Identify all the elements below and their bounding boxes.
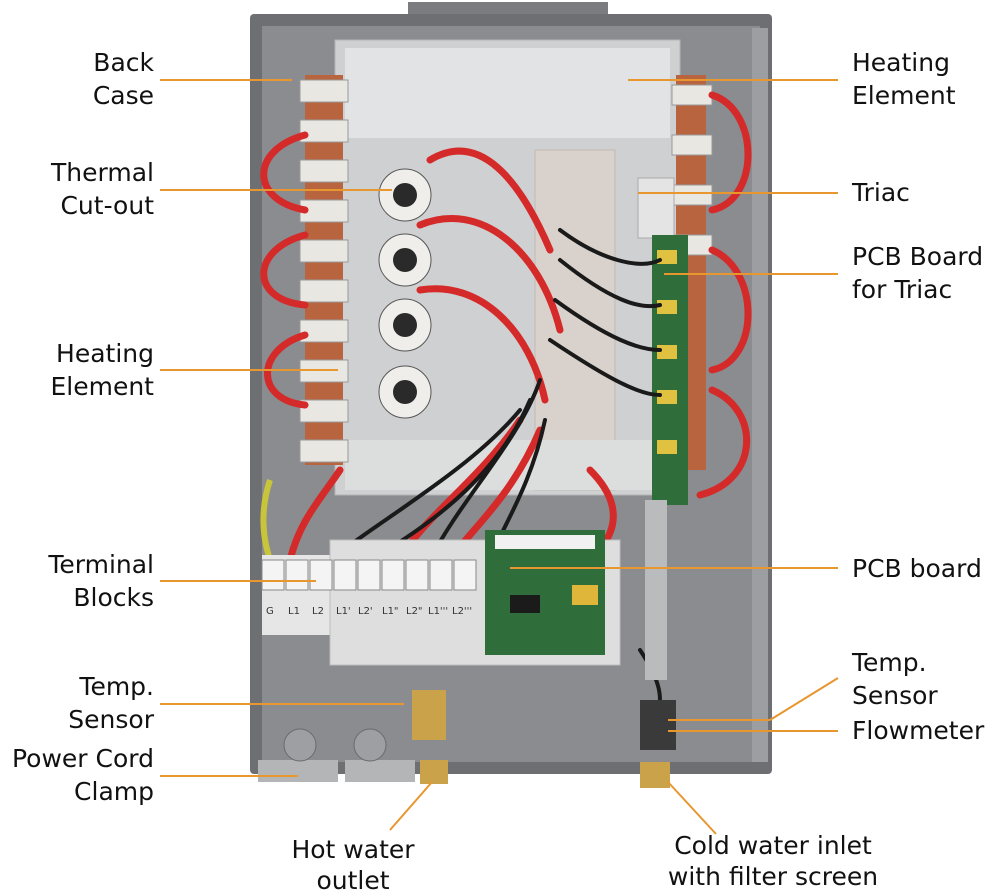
terminal-mark: L1''' <box>428 606 448 617</box>
terminal-mark: L2" <box>406 606 423 617</box>
cable-gland-1 <box>283 728 317 762</box>
label-back-case: Back Case <box>93 46 154 112</box>
label-thermal-cutout: Thermal Cut-out <box>51 156 154 222</box>
pcb-connector-row <box>495 535 595 549</box>
label-heating-element-right-line-2: Element <box>852 81 956 110</box>
label-temp-sensor-right: Temp. Sensor <box>852 646 938 712</box>
terminal-block-row <box>261 559 477 591</box>
label-power-cord-clamp-line-1: Power Cord <box>12 744 154 773</box>
power-cord-clamp-plate <box>258 760 338 782</box>
terminal-mark: L2''' <box>452 606 472 617</box>
label-power-cord-clamp-line-2: Clamp <box>74 777 154 806</box>
label-pcb-board: PCB board <box>852 552 982 585</box>
label-thermal-cutout-line-2: Cut-out <box>60 191 154 220</box>
pcb-triac <box>652 235 688 505</box>
insulation-pad <box>534 149 616 491</box>
label-temp-sensor-right-line-2: Sensor <box>852 681 938 710</box>
label-heating-element-left: Heating Element <box>50 337 154 403</box>
label-flowmeter-line-1: Flowmeter <box>852 716 985 745</box>
label-pcb-triac-line-2: for Triac <box>852 275 953 304</box>
label-thermal-cutout-line-1: Thermal <box>51 158 154 187</box>
terminal-mark: L1" <box>382 606 399 617</box>
terminal-mark: G <box>266 606 274 617</box>
internal-pipe <box>645 500 667 680</box>
label-back-case-line-1: Back <box>93 48 154 77</box>
clamp-plate-2 <box>345 760 415 782</box>
leader-lines <box>160 79 839 835</box>
label-terminal-blocks: Terminal Blocks <box>48 548 154 614</box>
leader-hot-water-outlet <box>389 781 433 831</box>
triac-bracket <box>637 177 675 239</box>
label-back-case-line-2: Case <box>92 81 154 110</box>
label-cold-water-inlet-line-2: with filter screen <box>667 862 879 891</box>
hot-water-fitting <box>412 690 446 740</box>
label-hot-water-outlet-line-2: outlet <box>316 866 390 895</box>
thermal-cutouts <box>378 168 432 419</box>
label-flowmeter: Flowmeter <box>852 714 984 747</box>
label-temp-sensor-left-line-1: Temp. <box>79 672 154 701</box>
label-heating-element-right: Heating Element <box>852 46 956 112</box>
terminal-mark: L1' <box>336 606 351 617</box>
terminal-mark: L2' <box>358 606 373 617</box>
label-heating-element-left-line-2: Element <box>50 372 154 401</box>
pcb-chip <box>510 595 540 613</box>
cold-water-inlet-thread <box>640 762 670 788</box>
terminal-mark: L1 <box>288 606 300 617</box>
pcb-triac-components <box>657 250 677 454</box>
label-power-cord-clamp: Power Cord Clamp <box>12 742 154 808</box>
label-cold-water-inlet-line-1: Cold water inlet <box>674 831 872 860</box>
label-pcb-triac-line-1: PCB Board <box>852 242 984 271</box>
leader-cold-water-inlet <box>667 781 717 835</box>
label-pcb-triac: PCB Board for Triac <box>852 240 983 306</box>
label-temp-sensor-left: Temp. Sensor <box>68 670 154 736</box>
back-case-right-rail <box>752 28 768 762</box>
label-triac: Triac <box>852 176 910 209</box>
label-hot-water-outlet: Hot water outlet <box>258 834 448 896</box>
terminal-mark: L2 <box>312 606 324 617</box>
label-heating-element-left-line-1: Heating <box>56 339 154 368</box>
pcb-relay <box>572 585 598 605</box>
terminal-marks: G L1 L2 L1' L2' L1" L2" L1''' L2''' <box>266 606 472 617</box>
label-temp-sensor-right-line-1: Temp. <box>852 648 927 677</box>
cable-gland-2 <box>353 728 387 762</box>
heating-element-top-panel <box>345 48 670 138</box>
heating-element-lower-panel <box>345 440 670 490</box>
label-cold-water-inlet: Cold water inlet with filter screen <box>642 830 904 892</box>
label-hot-water-outlet-line-1: Hot water <box>291 835 415 864</box>
leader-temp-sensor-right-2 <box>769 677 839 721</box>
label-triac-line-1: Triac <box>852 178 910 207</box>
label-heating-element-right-line-1: Heating <box>852 48 950 77</box>
hot-water-outlet-thread <box>420 760 448 784</box>
label-temp-sensor-left-line-2: Sensor <box>68 705 154 734</box>
label-pcb-board-line-1: PCB board <box>852 554 982 583</box>
flowmeter-body <box>640 700 676 750</box>
label-terminal-blocks-line-1: Terminal <box>48 550 154 579</box>
label-terminal-blocks-line-2: Blocks <box>73 583 154 612</box>
